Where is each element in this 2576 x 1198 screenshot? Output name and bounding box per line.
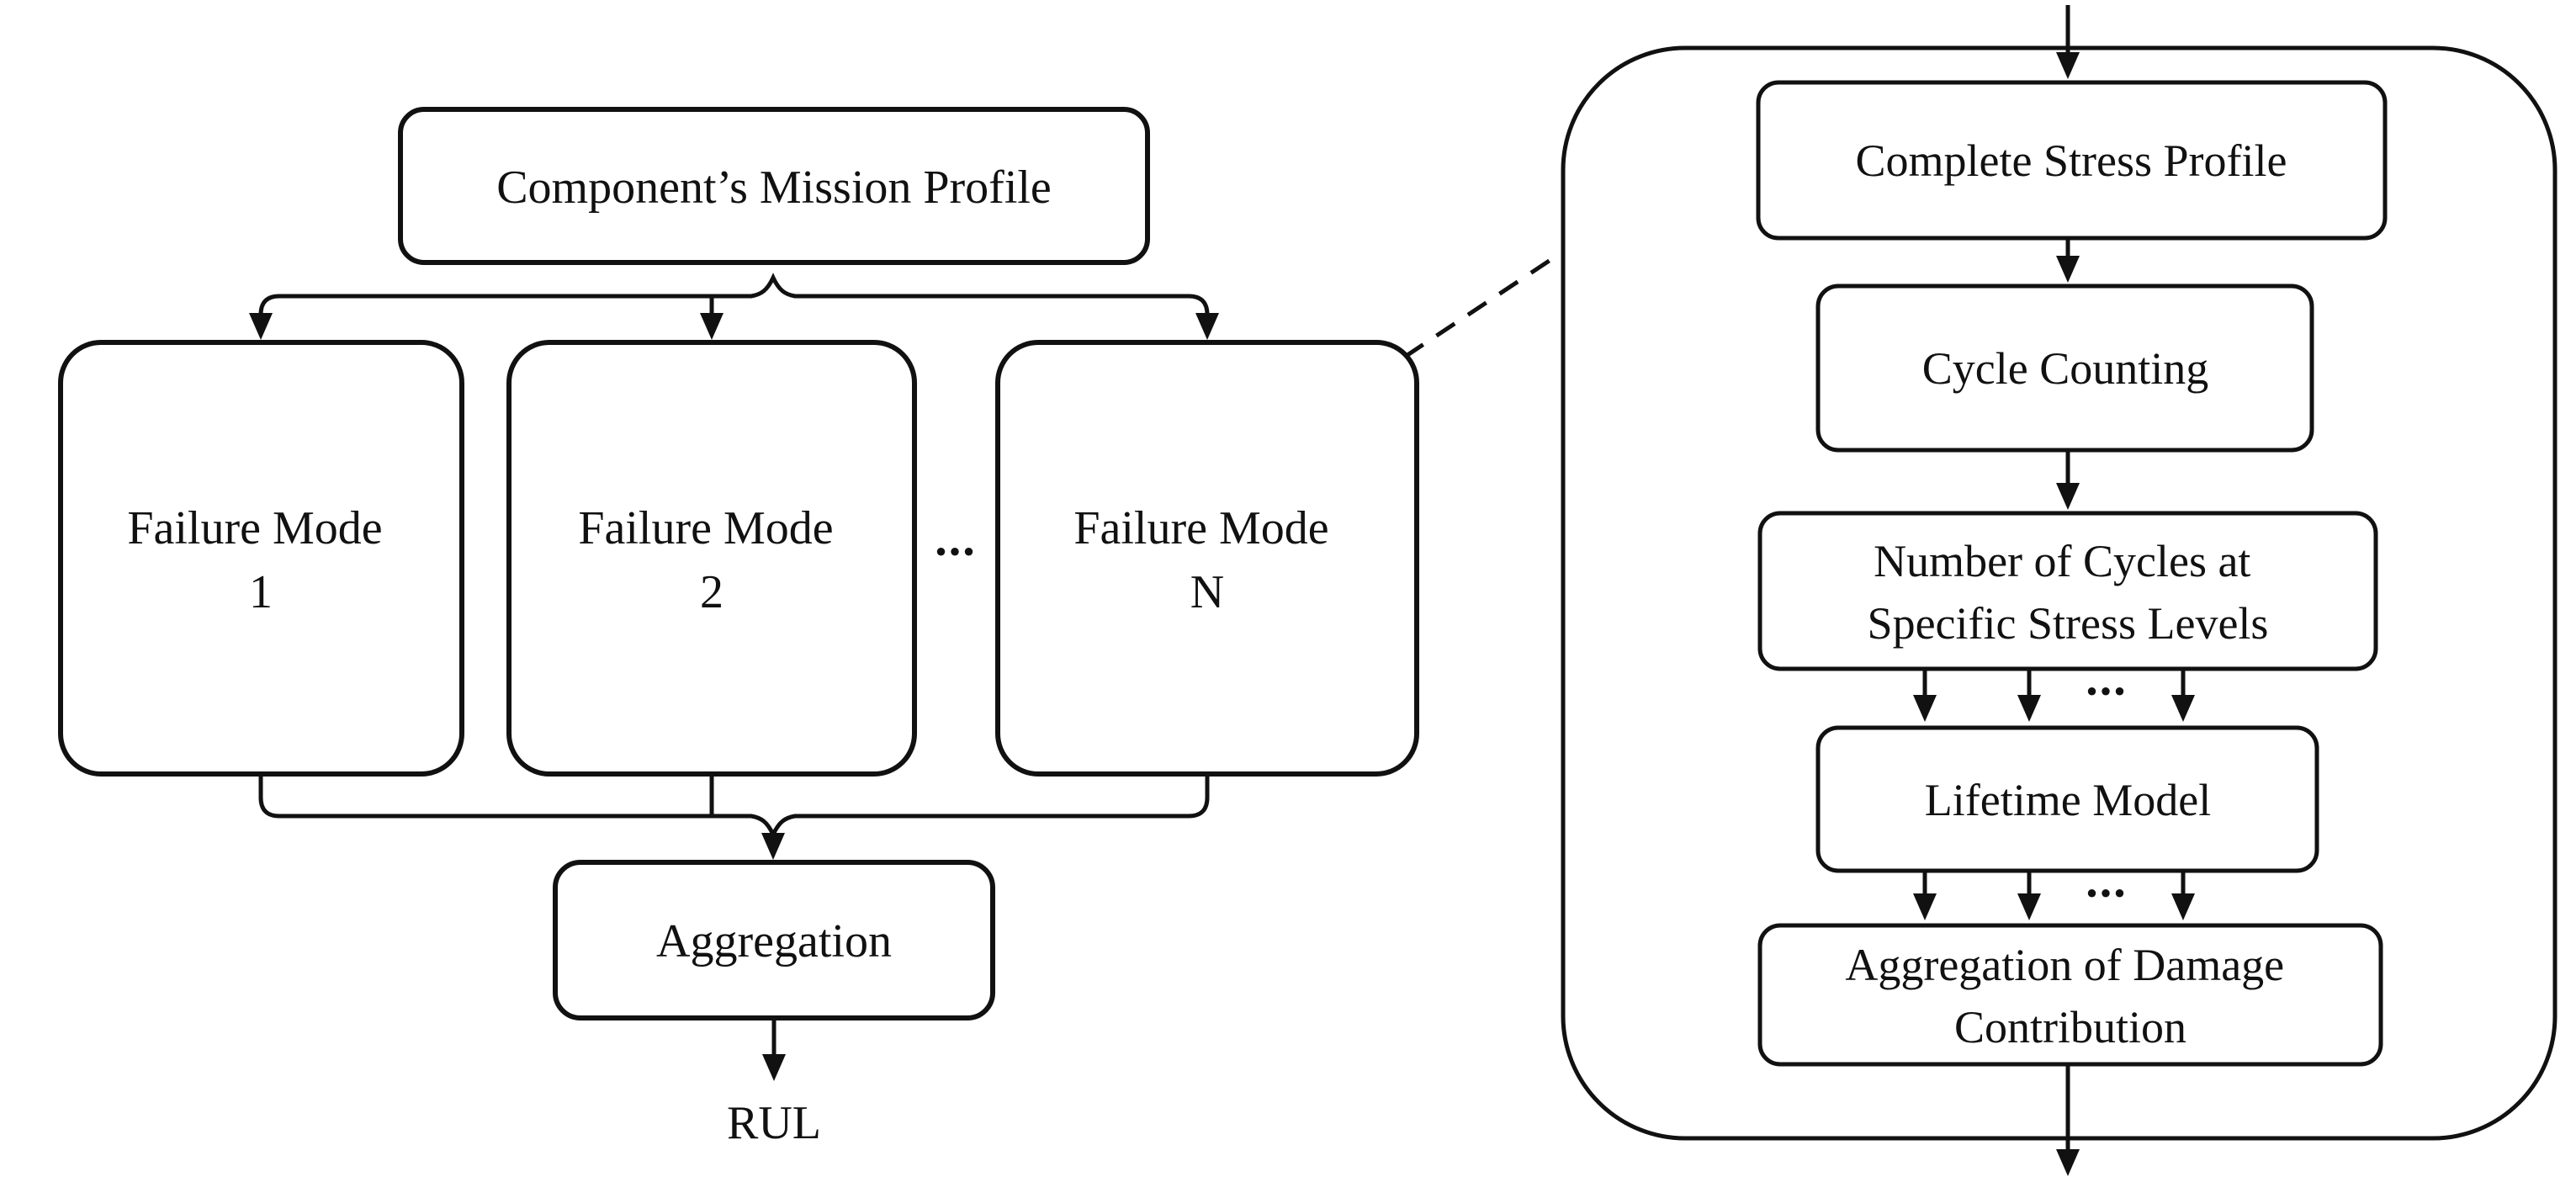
arrowhead-to-cycles-box	[2056, 483, 2080, 510]
complete-stress-profile-box	[1756, 80, 2388, 241]
arrowhead-to-damage-2	[2017, 893, 2041, 920]
failure-mode-1-label: Failure Mode 1	[127, 502, 394, 618]
detail-link-dashed-line	[1403, 249, 1565, 359]
mission-profile-box	[398, 107, 1150, 265]
failure-mode-2-label: Failure Mode 2	[578, 502, 845, 618]
cycle-counting-box	[1815, 284, 2314, 453]
failure-mode-2-box	[506, 340, 917, 777]
arrowhead-to-damage-3	[2171, 893, 2195, 920]
split-connector	[258, 273, 1210, 316]
arrowhead-entry	[2056, 52, 2080, 79]
arrowhead-to-lifetime-3	[2171, 695, 2195, 722]
lifetime-ellipsis: ...	[2086, 853, 2128, 908]
cycle-counting-label: Cycle Counting	[1922, 343, 2208, 394]
arrowhead-to-damage-1	[1913, 893, 1937, 920]
cycles-at-stress-box	[1757, 511, 2378, 671]
arrowhead-to-lifetime-2	[2017, 695, 2041, 722]
arrowhead-to-rul	[762, 1054, 786, 1081]
cycles-ellipsis: ...	[2086, 651, 2128, 706]
failure-mode-n-label: Failure Mode N	[1073, 502, 1340, 618]
failure-mode-1-box	[58, 340, 464, 777]
failure-mode-n-box	[995, 340, 1419, 777]
complete-stress-profile-label: Complete Stress Profile	[1856, 135, 2287, 186]
mission-profile-label: Component’s Mission Profile	[496, 162, 1052, 214]
rul-label: RUL	[727, 1097, 821, 1149]
damage-aggregation-label: Aggregation of Damage Contribution	[1845, 940, 2295, 1052]
failure-modes-ellipsis: ...	[935, 512, 977, 566]
aggregation-label: Aggregation	[656, 915, 892, 967]
damage-aggregation-box	[1757, 923, 2383, 1067]
cycles-at-stress-label: Number of Cycles at Specific Stress Leve…	[1868, 536, 2269, 649]
arrowhead-to-failure-mode-n	[1195, 313, 1219, 340]
arrowhead-to-aggregation	[761, 833, 785, 860]
arrowhead-exit	[2056, 1149, 2080, 1176]
merge-connector	[258, 774, 1210, 840]
arrowhead-to-lifetime-1	[1913, 695, 1937, 722]
lifetime-model-box	[1815, 725, 2319, 873]
arrowhead-to-failure-mode-1	[249, 313, 273, 340]
lifetime-model-label: Lifetime Model	[1925, 775, 2211, 825]
arrowhead-to-failure-mode-2	[700, 313, 724, 340]
arrowhead-to-cycle-counting	[2056, 256, 2080, 283]
